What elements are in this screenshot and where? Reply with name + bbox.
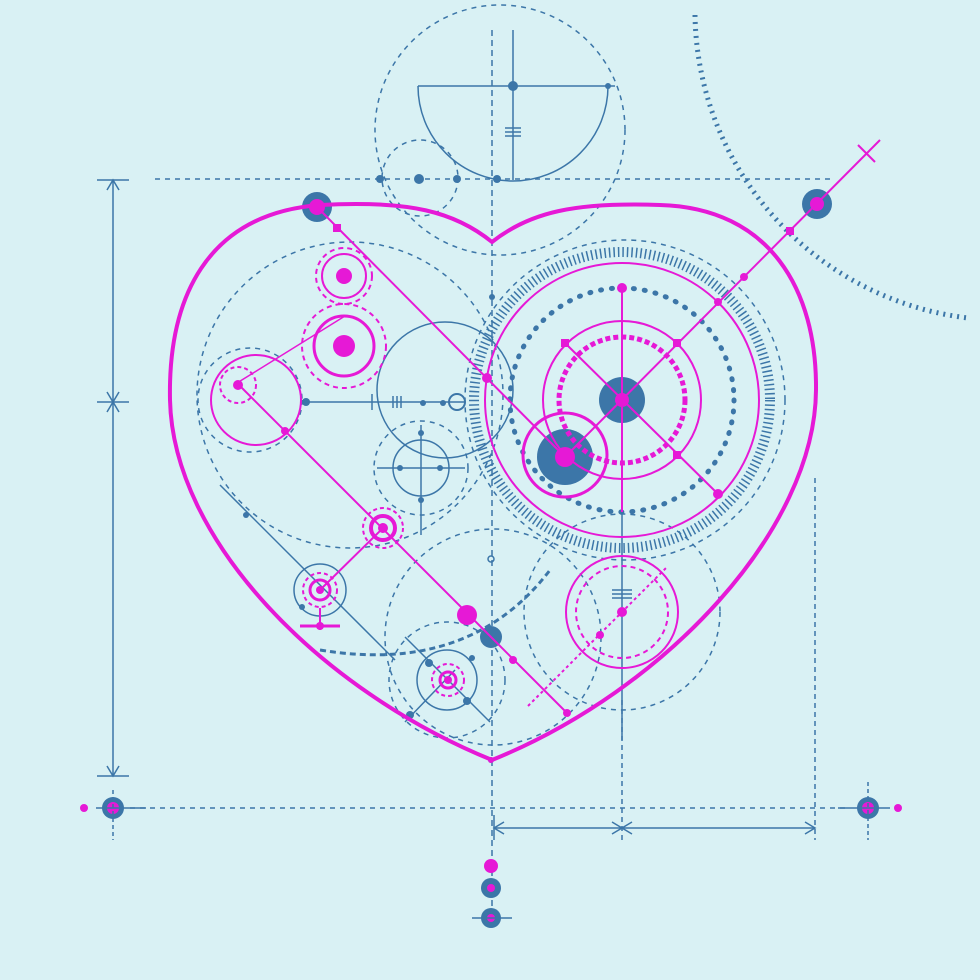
- bottom-left-target: [438, 670, 458, 690]
- cross-node-1: [418, 430, 424, 436]
- mid-node-b: [440, 400, 446, 406]
- dotted-arc-node: [489, 294, 495, 300]
- dimension-arrow-icon: [620, 821, 633, 835]
- left-small-core: [233, 380, 243, 390]
- bottom-dashed-arc: [319, 569, 552, 657]
- bottom-left-node-d: [469, 655, 475, 661]
- bottom-left-node-b: [463, 697, 471, 705]
- heart-square-node-b: [786, 227, 794, 235]
- upper-mid-ring-solid: [312, 314, 376, 378]
- heart-bottom-core: [488, 757, 494, 763]
- upper-mid-ring-dashed: [301, 303, 387, 389]
- left-bottom-ring-outer: [302, 572, 338, 608]
- right-bottom-small: [894, 804, 902, 812]
- right-gear-teeth: [469, 247, 775, 553]
- bottom-target-core: [444, 676, 452, 684]
- right-lower-core: [617, 607, 627, 617]
- upper-small-ring-dashed: [315, 247, 373, 305]
- cross-node-3: [397, 465, 403, 471]
- left-bottom-core: [316, 586, 324, 594]
- left-link-line: [236, 315, 346, 384]
- blueprint-lines: [97, 4, 969, 930]
- mid-gear-circle: [376, 321, 514, 459]
- dimension-arrow-icon: [106, 400, 120, 413]
- right-gear-diag-down: [564, 342, 719, 495]
- right-gear-square-3: [673, 451, 681, 459]
- top-left-node-core: [309, 199, 325, 215]
- right-gear-square-1: [561, 339, 569, 347]
- diag-node-2: [714, 298, 722, 306]
- chain-node-low-2: [563, 709, 571, 717]
- magenta-nodes: [80, 197, 902, 922]
- dimension-arrow-icon: [106, 178, 120, 191]
- left-chain-node-1: [281, 427, 289, 435]
- dimension-arrow-icon: [106, 765, 120, 778]
- left-bottom-connector: [319, 527, 384, 591]
- right-gear-square-2: [673, 339, 681, 347]
- upper-ring-core: [336, 268, 352, 284]
- dimension-arrow-icon: [804, 821, 817, 835]
- right-lower-ring-outer: [565, 555, 679, 669]
- center-hub-core: [555, 447, 575, 467]
- top-node-4: [453, 175, 461, 183]
- left-bottom-small: [80, 804, 88, 812]
- top-node-2: [414, 174, 424, 184]
- chain-node-low-1: [509, 656, 517, 664]
- bottom-left-target-outer: [431, 663, 465, 697]
- cross-tick: [857, 144, 876, 163]
- bottom-stack-top: [484, 859, 498, 873]
- mid-gear-bolt: [448, 393, 466, 411]
- top-axis-small-circle: [487, 555, 495, 563]
- cross-node-2: [437, 465, 443, 471]
- right-lower-ring-dashed: [575, 565, 669, 659]
- diag-node-1: [482, 373, 492, 383]
- bottom-stack-core-1: [487, 884, 495, 892]
- dimension-arrow-icon: [492, 821, 505, 835]
- left-small-ring: [219, 366, 257, 404]
- upper-small-ring-solid: [321, 253, 367, 299]
- chain-node-mid: [457, 605, 477, 625]
- right-lower-node-a: [596, 631, 604, 639]
- center-gear-ring: [521, 411, 609, 499]
- gear-node-left: [243, 512, 249, 518]
- left-small-node: [302, 398, 310, 406]
- left-big-gear: [210, 354, 302, 446]
- top-node-5: [493, 175, 501, 183]
- bottom-left-node-a: [425, 659, 433, 667]
- mid-gear-ring: [369, 514, 397, 542]
- upper-mid-core: [333, 335, 355, 357]
- right-gear-bottom-node: [713, 489, 723, 499]
- top-dashed-circle-large: [374, 4, 626, 256]
- left-gear-node: [299, 604, 305, 610]
- right-gear-top-node: [617, 283, 627, 293]
- bottom-left-circle: [416, 649, 478, 711]
- left-bottom-ring: [308, 578, 332, 602]
- top-node-3: [376, 175, 384, 183]
- mid-node: [420, 400, 426, 406]
- diag-node-3: [740, 273, 748, 281]
- mid-gear-ring-outer: [362, 507, 404, 549]
- top-right-dotted-arc: [692, 14, 969, 321]
- heart-square-node-a: [333, 224, 341, 232]
- crosshair-marks: [96, 782, 890, 919]
- top-half-circle: [417, 85, 609, 182]
- bottom-diagonal-blue: [219, 484, 396, 661]
- right-hub-core: [615, 393, 629, 407]
- top-right-node-core: [810, 197, 824, 211]
- top-node-6: [605, 83, 611, 89]
- diagonal-top-left: [316, 206, 566, 458]
- cross-node-4: [418, 497, 424, 503]
- left-bottom-core-b: [316, 622, 324, 630]
- top-node-1: [508, 81, 518, 91]
- mid-gear-core: [378, 523, 388, 533]
- right-gear-ring-outer: [484, 262, 760, 538]
